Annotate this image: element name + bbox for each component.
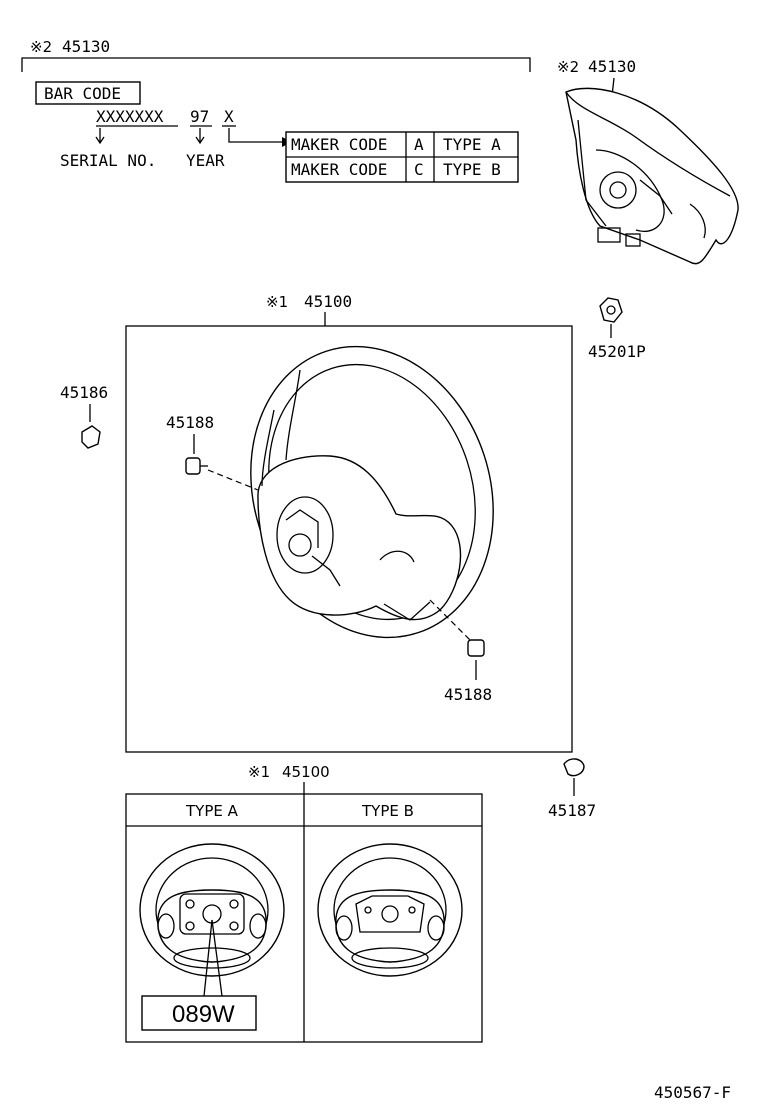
left-clip-part-label: 45186 — [60, 383, 108, 402]
maker-code-table: MAKER CODE A TYPE A MAKER CODE C TYPE B — [285, 131, 519, 183]
wheel-part-label: 45100 — [304, 292, 352, 311]
wheel-frame — [125, 325, 573, 753]
airbag-mark: ※2 — [557, 58, 579, 76]
maker-code-mark: X — [224, 107, 234, 126]
diagram-id: 450567-F — [654, 1083, 731, 1102]
maker-row-2-label: MAKER CODE — [291, 160, 387, 179]
down-arrow-icon — [95, 128, 205, 145]
header-bracket — [21, 57, 531, 72]
screw-lower-part-label: 45188 — [444, 685, 492, 704]
types-panel: ※1 45100 TYPE A TYPE B 089W — [125, 763, 483, 1043]
steering-wheel-section: ※1 45100 45188 — [125, 292, 573, 753]
maker-row-1-label: MAKER CODE — [291, 135, 387, 154]
nut-part-label: 45201P — [588, 342, 646, 361]
clip-icon — [563, 758, 585, 777]
nut-icon — [599, 297, 623, 323]
barcode-label: BAR CODE — [44, 84, 121, 103]
airbag-part-label: 45130 — [588, 57, 636, 76]
year-label: YEAR — [186, 151, 225, 170]
header-ref-mark: ※2 — [30, 38, 52, 56]
airbag-assembly: ※2 45130 — [557, 57, 739, 265]
type-a-label: TYPE A — [185, 802, 239, 820]
type-b-label: TYPE B — [361, 802, 414, 820]
serial-code: XXXXXXX — [96, 107, 164, 126]
screw-upper-part-label: 45188 — [166, 413, 214, 432]
serial-label: SERIAL NO. — [60, 151, 156, 170]
airbag-drawing — [565, 87, 739, 265]
clip-45186: 45186 — [60, 383, 108, 449]
barcode-label-box — [35, 81, 141, 105]
steering-wheel-drawing — [250, 345, 494, 639]
maker-row-1-type: TYPE A — [443, 135, 501, 154]
types-mark: ※1 — [248, 763, 270, 781]
maker-arrow-line — [228, 128, 282, 143]
year-code: 97 — [190, 107, 209, 126]
screw-icon — [185, 457, 208, 475]
barcode-section: ※2 45130 BAR CODE XXXXXXX 97 X SERIAL NO… — [21, 37, 531, 183]
nut-45201p: 45201P — [588, 297, 646, 361]
clip-icon — [81, 425, 101, 449]
maker-row-1-code: A — [414, 135, 424, 154]
type-a-wheel-drawing — [139, 843, 285, 997]
wheel-mark: ※1 — [266, 293, 288, 311]
bottom-clip-part-label: 45187 — [548, 801, 596, 820]
code-box-text: 089W — [172, 1001, 235, 1028]
maker-row-2-code: C — [414, 160, 424, 179]
types-part-label: 45100 — [282, 763, 330, 781]
maker-row-2-type: TYPE B — [443, 160, 501, 179]
header-ref-part: 45130 — [62, 37, 110, 56]
type-b-wheel-drawing — [317, 843, 463, 977]
code-box — [141, 995, 257, 1031]
clip-45187: 45187 — [548, 758, 596, 820]
screw-icon — [467, 639, 485, 657]
